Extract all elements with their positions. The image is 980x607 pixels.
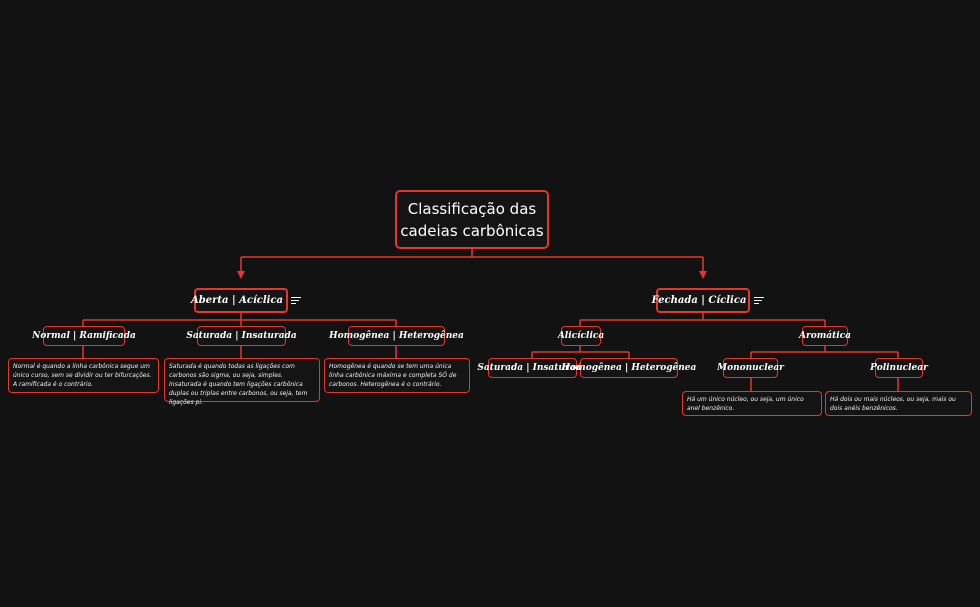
central-topic[interactable]: Classificação das cadeias carbônicas (395, 190, 549, 249)
note-text: Saturada é quando todas as ligações com … (169, 363, 308, 406)
topic-normal-ramificada[interactable]: Normal | Ramificada (32, 326, 136, 346)
central-topic-label: Classificação das cadeias carbônicas (400, 199, 544, 240)
note-normal-ramificada[interactable]: Normal é quando a linha carbônica segue … (8, 358, 159, 393)
note-text: Há dois ou mais núcleos, ou seja, mais o… (830, 396, 956, 412)
note-text: Normal é quando a linha carbônica segue … (13, 363, 152, 388)
topic-label: Homogênea | Heterogênea (329, 331, 464, 341)
branch-fechada-label: Fechada | Cíclica (651, 295, 747, 306)
topic-saturada-insaturada[interactable]: Saturada | Insaturada (186, 326, 297, 346)
topic-homogenea-heterogenea-ciclica[interactable]: Homogênea | Heterogênea (562, 358, 696, 378)
topic-label: Saturada | Insaturada (477, 363, 588, 373)
branch-aberta-label: Aberta | Acíclica (191, 295, 283, 306)
note-text: Homogênea é quando se tem uma única linh… (329, 363, 457, 388)
note-polinuclear[interactable]: Há dois ou mais núcleos, ou seja, mais o… (825, 391, 972, 416)
topic-label: Polinuclear (870, 363, 928, 373)
topic-saturada-insaturada-ciclica[interactable]: Saturada | Insaturada (477, 358, 588, 378)
topic-aliciclica[interactable]: Alicíclica (557, 326, 605, 346)
note-text: Há um único núcleo, ou seja, um único an… (687, 396, 804, 412)
topic-polinuclear[interactable]: Polinuclear (870, 358, 928, 378)
topic-label: Aromática (799, 331, 851, 341)
branch-aberta[interactable]: Aberta | Acíclica (191, 288, 301, 313)
note-saturada-insaturada[interactable]: Saturada é quando todas as ligações com … (164, 358, 320, 406)
note-homogenea-heterogenea[interactable]: Homogênea é quando se tem uma única linh… (324, 358, 470, 393)
topic-aromatica[interactable]: Aromática (799, 326, 851, 346)
branch-fechada[interactable]: Fechada | Cíclica (652, 288, 765, 313)
topic-label: Normal | Ramificada (32, 331, 136, 341)
topic-label: Mononuclear (717, 363, 784, 373)
topic-label: Alicíclica (557, 331, 605, 341)
topic-homogenea-heterogenea[interactable]: Homogênea | Heterogênea (329, 326, 464, 346)
note-mononuclear[interactable]: Há um único núcleo, ou seja, um único an… (682, 391, 822, 416)
topic-mononuclear[interactable]: Mononuclear (717, 358, 784, 378)
topic-label: Saturada | Insaturada (186, 331, 297, 341)
topic-label: Homogênea | Heterogênea (561, 363, 697, 373)
